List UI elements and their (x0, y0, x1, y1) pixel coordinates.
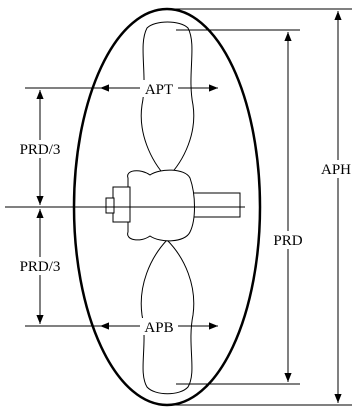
upper-blade (140, 21, 195, 179)
hub-body (127, 169, 195, 242)
prd-third-upper-label: PRD/3 (20, 142, 61, 158)
prd-label: PRD (273, 233, 302, 249)
prd-third-lower-label: PRD/3 (20, 259, 61, 275)
hub-shaft (189, 192, 241, 218)
aph-label: APH (321, 162, 351, 178)
apt-label: APT (145, 82, 173, 98)
hub-nut (105, 197, 115, 214)
hub-cap (112, 186, 131, 223)
lower-blade (140, 239, 195, 395)
apb-label: APB (144, 320, 173, 336)
